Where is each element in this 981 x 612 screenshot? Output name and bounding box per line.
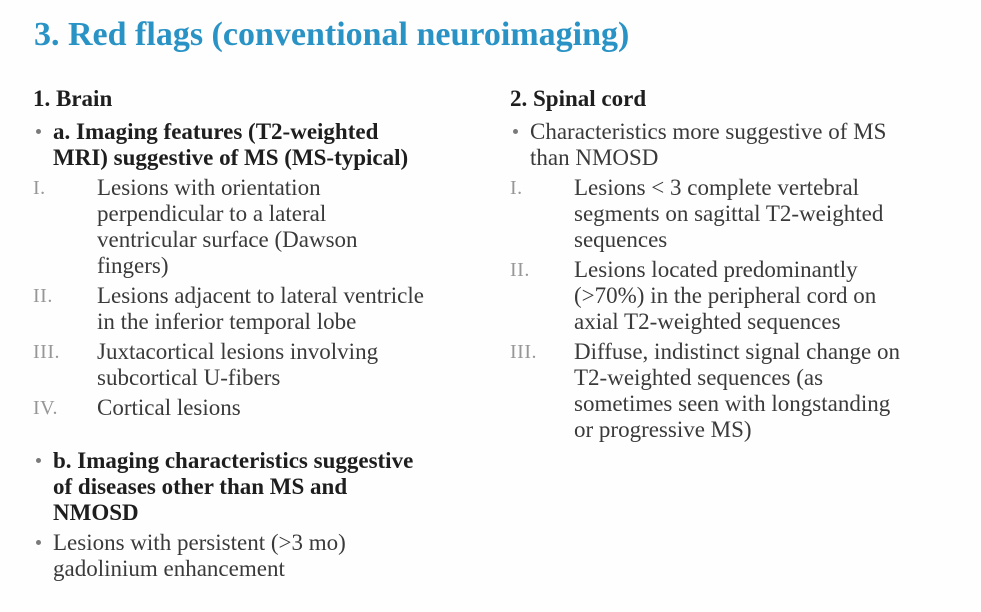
bullet-icon	[33, 448, 53, 463]
roman-numeral: III.	[510, 341, 537, 363]
roman-numeral: IV.	[33, 397, 59, 419]
list-item-text: Lesions with orientation perpendicular t…	[97, 175, 358, 278]
list-item-brain-a: a. Imaging features (T2-weighted MRI) su…	[33, 119, 489, 171]
bullet-icon	[33, 530, 53, 545]
list-item-text: Lesions < 3 complete vertebral segments …	[574, 175, 884, 252]
spinal-cord-heading: 2. Spinal cord	[510, 86, 647, 111]
list-item-spinal-characteristics: Characteristics more suggestive of MS th…	[510, 119, 962, 171]
roman-numeral: I.	[33, 177, 46, 199]
list-item-brain-b: b. Imaging characteristics suggestive of…	[33, 448, 489, 526]
roman-numeral: I.	[510, 177, 523, 199]
list-item-text: Lesions adjacent to lateral ventricle in…	[97, 283, 424, 334]
list-item-spinal-ii: II. Lesions located predominantly (>70%)…	[510, 257, 962, 335]
spinal-cord-column: 2. Spinal cord Characteristics more sugg…	[510, 86, 962, 447]
list-item-text: Juxtacortical lesions involving subcorti…	[97, 339, 379, 390]
roman-numeral: II.	[510, 259, 530, 281]
list-item-brain-iii: III. Juxtacortical lesions involving sub…	[33, 339, 489, 391]
roman-numeral: III.	[33, 341, 60, 363]
brain-heading: 1. Brain	[33, 86, 113, 111]
list-item-text: Diffuse, indistinct signal change on T2-…	[574, 339, 900, 442]
list-item-text: Lesions located predominantly (>70%) in …	[574, 257, 877, 334]
slide-title: 3. Red flags (conventional neuroimaging)	[34, 16, 630, 53]
list-item-text: Lesions with persistent (>3 mo) gadolini…	[53, 530, 346, 581]
list-item-text: b. Imaging characteristics suggestive of…	[53, 448, 414, 525]
list-item-brain-ii: II. Lesions adjacent to lateral ventricl…	[33, 283, 489, 335]
roman-numeral: II.	[33, 285, 53, 307]
bullet-icon	[33, 119, 53, 134]
list-item-spinal-iii: III. Diffuse, indistinct signal change o…	[510, 339, 962, 443]
list-item-text: Characteristics more suggestive of MS th…	[530, 119, 887, 170]
list-item-brain-gadolinium: Lesions with persistent (>3 mo) gadolini…	[33, 530, 489, 582]
list-item-text: Cortical lesions	[97, 395, 241, 420]
bullet-icon	[510, 119, 530, 134]
list-item-text: a. Imaging features (T2-weighted MRI) su…	[53, 119, 409, 170]
list-item-spinal-i: I. Lesions < 3 complete vertebral segmen…	[510, 175, 962, 253]
list-item-brain-iv: IV. Cortical lesions	[33, 395, 489, 421]
list-item-brain-i: I. Lesions with orientation perpendicula…	[33, 175, 489, 279]
brain-column: 1. Brain a. Imaging features (T2-weighte…	[33, 86, 489, 586]
